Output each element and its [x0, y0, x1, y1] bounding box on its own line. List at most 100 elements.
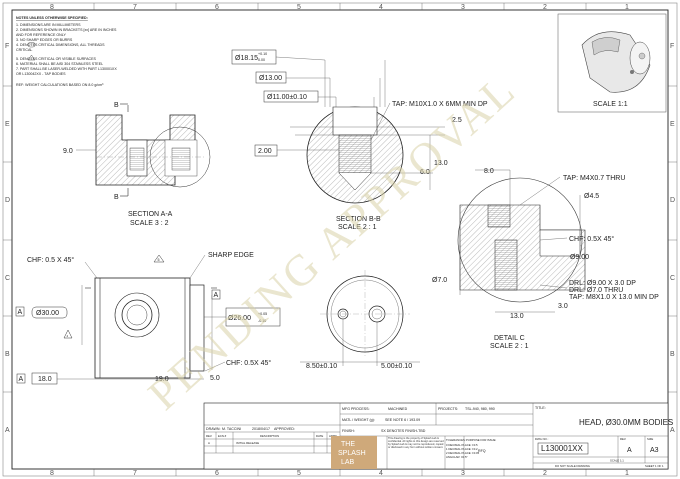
section-aa-view: 9.0 B B SECTION A-A SCALE 3 : 2	[63, 102, 211, 227]
zone-col-3-bottom: 3	[461, 470, 465, 477]
section-bb-tol-plus: +0.10	[258, 52, 267, 56]
tb-tol-2: 2 DECIMAL PLACE: ±0.05	[446, 451, 480, 455]
tb-tolerances-label: TOLERANCES:	[446, 438, 466, 442]
section-bb-dia-13: Ø13.00	[259, 75, 282, 82]
detail-c-tap-m4: TAP: M4X0.7 THRU	[563, 175, 625, 182]
tb-finish: SX DENOTES FINISH-TBD	[381, 429, 426, 433]
tb-drawn: M. TACCINI	[222, 427, 241, 431]
zone-row-b-left: B	[5, 351, 10, 358]
zone-row-e-left: E	[5, 121, 10, 128]
note-line-3: 3. NO SHARP EDGES OR BURRS	[16, 38, 73, 42]
tb-confidential-note: This drawing is the property of Splash L…	[388, 437, 444, 449]
section-aa-marker-top: B	[114, 102, 119, 109]
section-bb-dim-13: 13.0	[434, 160, 448, 167]
front-dia-26: Ø26.00	[228, 315, 251, 322]
zone-row-e-right: E	[670, 121, 675, 128]
zone-col-5-bottom: 5	[297, 470, 301, 477]
zone-row-c-right: C	[670, 275, 675, 282]
section-bb-dia-18: Ø18.15	[235, 55, 258, 62]
title-block: MFG PROCESS: MACHINED PROJECTS: TSL-940,…	[203, 402, 673, 470]
zone-row-c-left: C	[5, 275, 10, 282]
detail-c-dia-7: Ø7.0	[432, 277, 447, 284]
detail-c-tap-m8: TAP: M8X1.0 X 13.0 MIN DP	[569, 294, 659, 301]
section-bb-dim-2-00: 2.00	[258, 148, 272, 155]
section-aa-dim-9: 9.0	[63, 148, 73, 155]
tb-projects-label: PROJECTS:	[438, 407, 458, 411]
front-tol-plus: +0.05	[258, 312, 267, 316]
section-aa-scale: SCALE 3 : 2	[130, 220, 169, 227]
note-line-7: 7. PART SHALL BE LASER-WELDED WITH PART …	[16, 67, 117, 71]
zone-col-6-top: 6	[215, 4, 219, 11]
tb-size-label: SIZE	[647, 437, 653, 441]
end-view-dim-5-00: 5.00±0.10	[381, 363, 412, 370]
zone-ticks	[3, 3, 677, 476]
detail-c-title: DETAIL C	[494, 335, 525, 342]
zone-col-5-top: 5	[297, 4, 301, 11]
tb-matl-label: MATL / WEIGHT (g):	[342, 418, 375, 422]
notes-block: NOTES UNLESS OTHERWISE SPECIFIED: 1. DIM…	[16, 16, 117, 87]
section-bb-title: SECTION B-B	[336, 216, 381, 223]
surface-triangle-icon-front	[153, 254, 165, 263]
front-view: CHF: 0.5 X 45° SHARP EDGE 5 A Ø30.00 4 Ø…	[15, 252, 281, 385]
front-dia-30: Ø30.00	[36, 310, 59, 317]
tb-rev-row-1-rev: A	[208, 441, 210, 445]
tb-drawn-label: DRAWN:	[206, 427, 220, 431]
zone-row-f-left: F	[5, 43, 9, 50]
tb-rev-col-date: DATE	[316, 434, 323, 438]
zone-col-7-bottom: 7	[133, 470, 137, 477]
zone-col-8-bottom: 8	[50, 470, 54, 477]
detail-c-view: 8.0 TAP: M4X0.7 THRU Ø4.5 CHF: 0.5X 45° …	[432, 168, 659, 350]
iso-view: SCALE 1:1	[557, 13, 667, 113]
section-bb-dim-2-5: 2.5	[452, 117, 462, 124]
detail-c-dim-3: 3.0	[558, 303, 568, 310]
zone-col-7-top: 7	[133, 4, 137, 11]
tb-tol-3: ANGULAR: ±0.5°	[446, 455, 468, 459]
zone-col-6-bottom: 6	[215, 470, 219, 477]
critical-flag-icon	[63, 329, 73, 339]
zone-row-d-right: D	[670, 197, 675, 204]
tb-tol-1: 1 DECIMAL PLACE: ±0.2	[446, 447, 478, 451]
tb-title-label: TITLE:	[535, 406, 546, 410]
front-dim-5: 5.0	[210, 375, 220, 382]
zone-col-4-bottom: 4	[379, 470, 383, 477]
zone-col-1-bottom: 1	[625, 470, 629, 477]
front-chf-top: CHF: 0.5 X 45°	[27, 256, 74, 264]
detail-c-dim-8: 8.0	[484, 168, 494, 175]
front-chf-bottom: CHF: 0.5X 45°	[226, 359, 271, 367]
zone-row-d-left: D	[5, 197, 10, 204]
tb-scale-value: SCALE 1:1	[610, 459, 624, 463]
front-datum-a-bottom: A	[19, 376, 24, 383]
end-view-dim-8-50: 8.50±0.10	[306, 363, 337, 370]
tb-dwg-label: DWG NO.:	[535, 437, 549, 441]
tb-rev-row-1-desc: INITIAL RELEASE	[236, 441, 259, 445]
note-line-4: 4. DENOTES CRITICAL DIMENSIONS, ALL THRE…	[16, 43, 105, 47]
note-line-5: 5. DENOTES CRITICAL OR VISIBLE SURFACES	[16, 57, 97, 61]
note-line-1: 1. DIMENSIONS ARE IN MILLIMETERS	[16, 23, 81, 27]
critical-dimension-symbol-icon	[27, 42, 36, 48]
tb-matl: SEE NOTE 6 / 193.09	[385, 418, 420, 422]
detail-c-dia-4-5: Ø4.5	[584, 193, 599, 200]
section-bb-dim-6: 6.0	[420, 169, 430, 176]
section-bb-scale: SCALE 2 : 1	[338, 224, 377, 231]
tb-date: 2018/04/17	[252, 427, 270, 431]
section-bb-dia-11: Ø11.00±0.10	[267, 94, 307, 101]
front-dim-18: 18.0	[38, 376, 52, 383]
tb-dwg-number: L130001XX	[541, 444, 583, 453]
front-sharp-edge: SHARP EDGE	[208, 252, 254, 259]
tb-logo-line-1: THE	[341, 441, 355, 448]
tb-do-not-scale: DO NOT SCALE DRAWING	[555, 464, 590, 468]
detail-c-dia-9: Ø9.00	[570, 254, 589, 261]
detail-c-drl-2: DRL: Ø7.0 THRU	[569, 287, 623, 294]
tb-size-value: A3	[650, 447, 659, 454]
detail-c-chf: CHF: 0.5X 45°	[569, 235, 614, 243]
front-tol-minus: -0.10	[258, 319, 266, 323]
zone-row-a-left: A	[5, 427, 10, 434]
end-view: 8.50±0.10 5.00±0.10	[300, 270, 420, 370]
zone-row-f-right: F	[670, 43, 674, 50]
detail-c-drl-1: DRL: Ø9.00 X 3.0 DP	[569, 280, 636, 287]
section-bb-tol-minus: 0.00	[258, 58, 265, 62]
tb-purpose-label: PURPOSE FOR ISSUE:	[466, 438, 497, 442]
tb-finish-label: FINISH:	[342, 429, 355, 433]
